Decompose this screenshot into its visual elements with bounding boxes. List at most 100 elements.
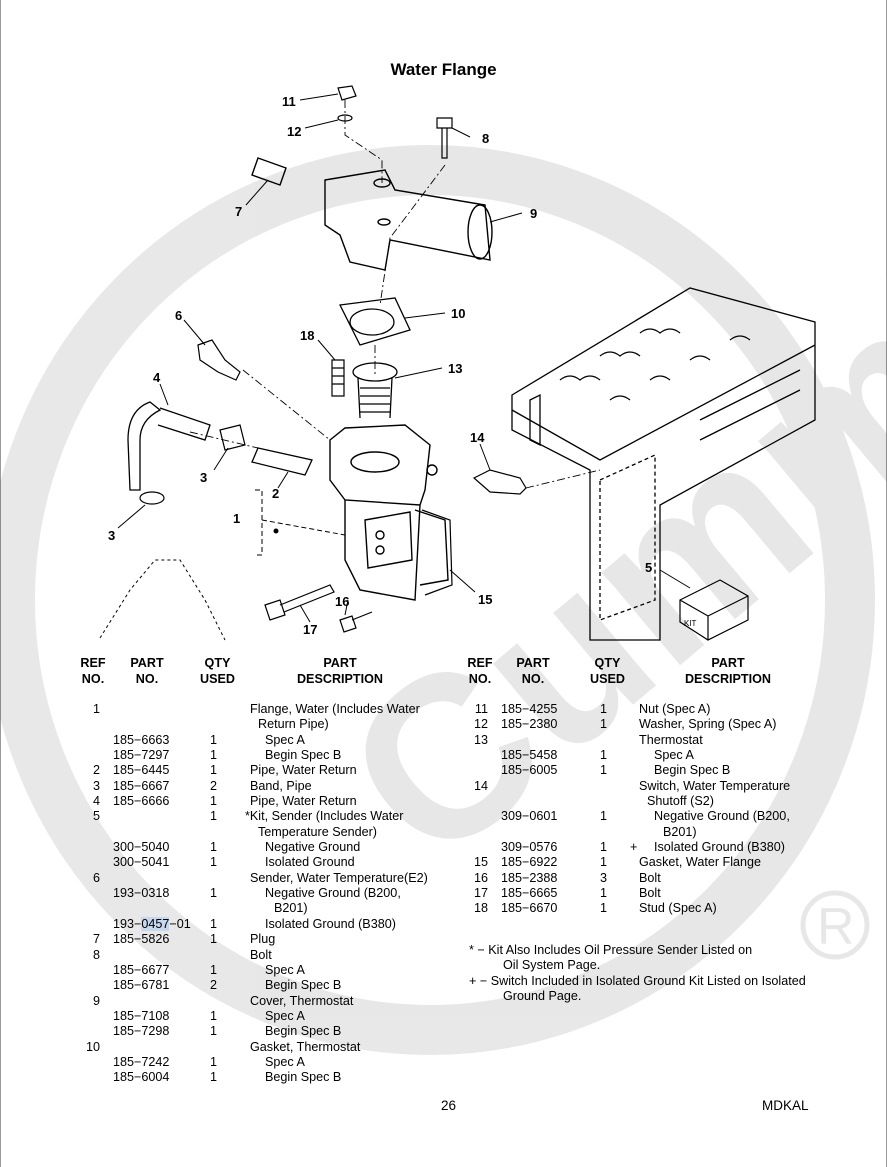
part-description: Nut (Spec A) <box>639 702 711 716</box>
callout-7: 7 <box>235 204 242 219</box>
qty-used: 1 <box>600 702 608 716</box>
ref-no: 17 <box>473 886 488 901</box>
callout-5: 5 <box>645 560 652 575</box>
qty-used: 1 <box>600 840 608 855</box>
ref-no: 14 <box>473 778 488 793</box>
part-description: Switch, Water Temperature <box>639 778 791 793</box>
left-table-row: Return Pipe) <box>0 717 440 732</box>
part-description: Gasket, Thermostat <box>250 1039 361 1054</box>
band-3-lower <box>139 491 165 505</box>
bolt-16 <box>339 611 373 633</box>
band-3-upper <box>219 424 246 451</box>
ref-no: 16 <box>473 870 488 885</box>
part-no: 185−6445 <box>113 763 170 778</box>
part-no: 185−6781 <box>113 978 170 993</box>
flange-gasket <box>421 509 453 596</box>
part-no: 185−4255 <box>501 702 558 716</box>
ref-no: 5 <box>92 809 100 824</box>
part-no: 300−5040 <box>113 840 170 855</box>
engine-housing-outline <box>99 559 226 641</box>
part-description: Spec A <box>265 1054 305 1069</box>
part-description: Spec A <box>265 1008 305 1023</box>
ref-no: 13 <box>473 732 488 747</box>
part-description: Isolated Ground (B380) <box>654 840 785 855</box>
callout-18: 18 <box>300 328 314 343</box>
part-no: 185−6666 <box>113 794 170 809</box>
qty-used: 1 <box>210 916 218 931</box>
callout-4: 4 <box>153 370 161 385</box>
part-no: 185−6667 <box>113 778 170 793</box>
part-description: Negative Ground (B200, <box>654 809 790 824</box>
part-description: Isolated Ground (B380) <box>265 916 396 931</box>
qty-used: 1 <box>210 794 218 809</box>
callout-9: 9 <box>530 206 537 221</box>
qty-used: 1 <box>210 932 218 947</box>
callout-6: 6 <box>175 308 182 323</box>
water-return-pipe-4 <box>127 401 211 491</box>
part-description: Temperature Sender) <box>258 824 378 839</box>
part-description: Pipe, Water Return <box>250 794 357 809</box>
part-description: Thermostat <box>639 732 703 747</box>
page-title: Water Flange <box>390 60 497 79</box>
right-table-row: B201) <box>0 825 887 840</box>
part-no: 193−0318 <box>113 886 170 901</box>
callout-12: 12 <box>287 124 301 139</box>
ref-no: 9 <box>92 993 100 1008</box>
thermostat <box>352 362 398 419</box>
ref-no: 10 <box>85 1039 100 1054</box>
bolt-17 <box>264 584 335 621</box>
temp-switch-14 <box>472 469 527 495</box>
part-no: 185−7108 <box>113 1008 170 1023</box>
part-no: 185−6663 <box>113 732 170 747</box>
ref-no: 4 <box>92 794 100 809</box>
callout-16: 16 <box>335 594 349 609</box>
part-no: 185−7298 <box>113 1024 170 1039</box>
part-description: Spec A <box>265 962 305 977</box>
qty-used: 3 <box>600 870 608 885</box>
engine-block <box>511 287 816 641</box>
part-no: 185−6670 <box>501 901 558 916</box>
callout-14: 14 <box>470 430 485 445</box>
part-no: 185−7242 <box>113 1054 170 1069</box>
ref-no: 11 <box>474 702 488 716</box>
ref-no: 8 <box>92 947 100 962</box>
part-no: 185−6004 <box>113 1070 170 1085</box>
ref-no: 3 <box>92 778 100 793</box>
callout-8: 8 <box>482 131 489 146</box>
ref-no: 7 <box>92 932 100 947</box>
part-description: Begin Spec B <box>265 748 342 763</box>
right-table-row: Shutoff (S2) <box>0 794 887 809</box>
kit-box-5: KIT <box>679 579 749 641</box>
part-no: 309−0576 <box>501 840 558 855</box>
search-highlight: 0457 <box>141 916 170 931</box>
qty-used: 1 <box>210 1008 218 1023</box>
part-no: 185−5458 <box>501 748 558 763</box>
part-description: B201) <box>274 901 308 916</box>
callout-15: 15 <box>478 592 492 607</box>
part-no: 185−5826 <box>113 932 170 947</box>
left-table-row: Temperature Sender) <box>0 825 440 840</box>
part-description: Stud (Spec A) <box>639 901 717 916</box>
